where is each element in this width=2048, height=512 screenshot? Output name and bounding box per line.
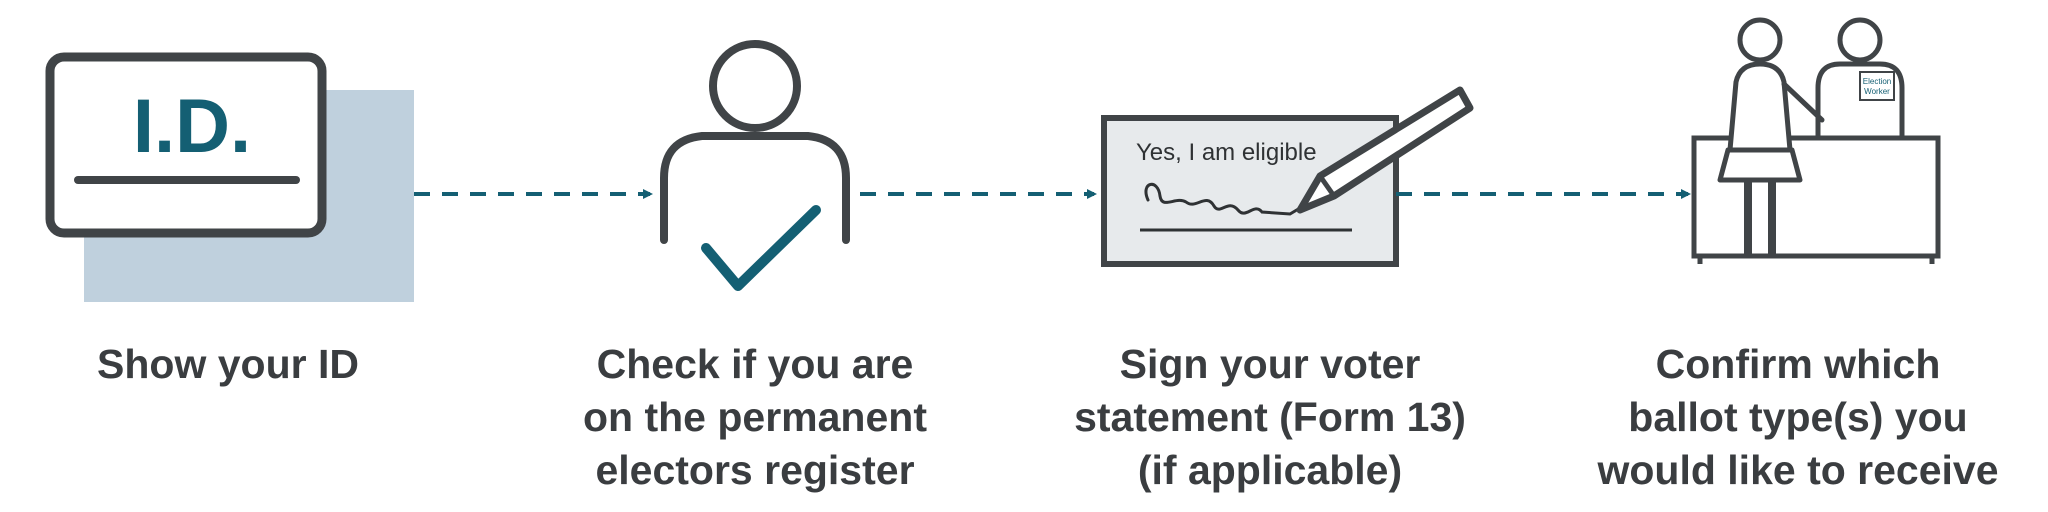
caption-line: Show your ID xyxy=(97,341,359,387)
voter-head xyxy=(1737,17,1783,63)
caption-line: on the permanent xyxy=(583,394,927,440)
id-card-icon: I.D. xyxy=(45,52,414,302)
worker-badge-line1: Election xyxy=(1863,77,1891,86)
signature-scribble xyxy=(1144,183,1302,216)
caption-line: (if applicable) xyxy=(1137,447,1403,493)
voter-body xyxy=(1727,61,1793,153)
worker-badge-line2: Worker xyxy=(1864,87,1890,96)
step-caption-check-register: Check if you are on the permanent electo… xyxy=(515,338,995,497)
voter-arm xyxy=(1781,81,1825,123)
check-mark-icon xyxy=(701,205,821,291)
pen-icon xyxy=(1296,86,1474,214)
caption-line: electors register xyxy=(595,447,915,493)
caption-line: statement (Form 13) xyxy=(1074,394,1466,440)
id-card-frame xyxy=(45,52,327,238)
person-check-icon xyxy=(660,40,850,291)
step-caption-confirm-ballot: Confirm which ballot type(s) you would l… xyxy=(1558,338,2038,497)
step-caption-show-id: Show your ID xyxy=(0,338,468,391)
person-head xyxy=(709,40,801,132)
caption-line: ballot type(s) you xyxy=(1628,394,1968,440)
caption-line: Confirm which xyxy=(1655,341,1941,387)
id-card-label: I.D. xyxy=(133,84,251,169)
election-worker-desk-icon: Election Worker xyxy=(1691,17,1941,264)
voter-skirt xyxy=(1717,147,1803,183)
caption-line: Sign your voter xyxy=(1119,341,1421,387)
person-shoulders xyxy=(660,132,850,244)
step-caption-sign-statement: Sign your voter statement (Form 13) (if … xyxy=(1030,338,1510,497)
worker-head xyxy=(1837,17,1883,63)
signing-statement-icon: Yes, I am eligible xyxy=(1101,86,1474,267)
statement-text: Yes, I am eligible xyxy=(1136,139,1317,166)
caption-line: Check if you are xyxy=(596,341,914,387)
caption-line: would like to receive xyxy=(1597,447,1999,493)
worker-badge xyxy=(1859,71,1895,101)
